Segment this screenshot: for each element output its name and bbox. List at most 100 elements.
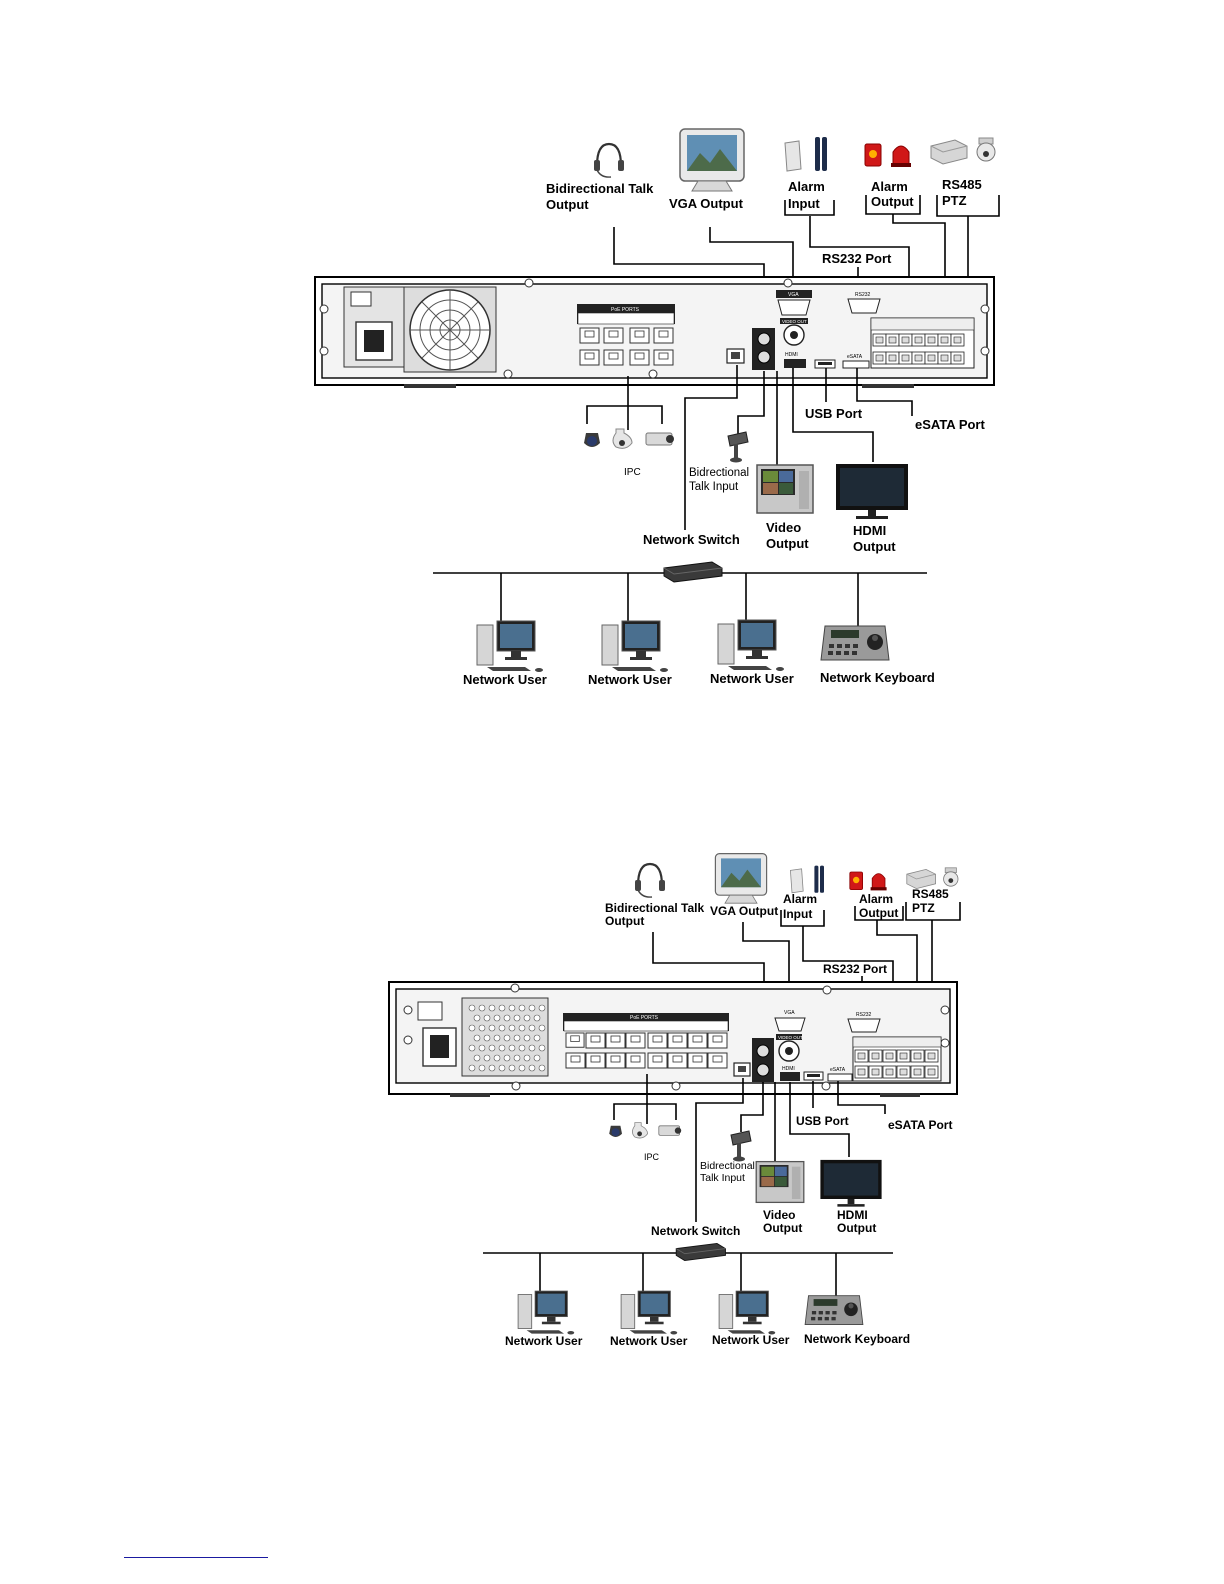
video-monitor-icon — [756, 464, 814, 514]
label-hdmi-output: HDMI — [853, 523, 886, 538]
label-ptz: PTZ — [942, 193, 967, 208]
microphone-icon — [727, 431, 749, 463]
label-alarm-input: Alarm — [783, 892, 817, 906]
label-rs485: RS485 — [912, 887, 949, 901]
rs232-label: RS232 — [855, 292, 871, 298]
label-alarm-output-line2: Output — [859, 906, 898, 920]
video-monitor-icon — [755, 1160, 805, 1204]
poe-ports-label: PoE PORTS — [611, 307, 640, 313]
network-user-pc-icon — [718, 1290, 776, 1335]
siren-icon — [864, 143, 912, 168]
label-bidirectional-talk-input-line2: Talk Input — [700, 1172, 745, 1184]
diagram-1: Bidirectional Talk Output VGA Output Ala… — [314, 128, 1000, 687]
label-network-keyboard: Network Keyboard — [820, 670, 935, 685]
label-video-output-line2: Output — [763, 1221, 802, 1235]
esata-port — [842, 360, 870, 369]
label-hdmi-output-line2: Output — [853, 539, 896, 554]
alarm-sensor-icon — [784, 136, 828, 172]
footnote-rule — [124, 1557, 268, 1558]
label-hdmi-output-line2: Output — [837, 1221, 876, 1235]
network-user-pc-icon — [476, 620, 544, 673]
label-usb-port: USB Port — [796, 1114, 849, 1128]
label-network-user-1: Network User — [505, 1334, 583, 1348]
vga-monitor-icon — [714, 853, 768, 904]
label-alarm-input: Alarm — [788, 179, 825, 194]
label-network-user-2: Network User — [588, 672, 672, 687]
vga-port — [777, 299, 811, 316]
network-keyboard-icon — [820, 625, 890, 661]
hdmi-port — [780, 1072, 800, 1081]
label-video-output: Video — [766, 520, 801, 535]
label-bidirectional-talk-input: Bidrectional — [700, 1160, 755, 1172]
label-video-output-line2: Output — [766, 536, 809, 551]
ptz-camera-icon — [930, 137, 996, 165]
ptz-camera-icon — [906, 867, 959, 889]
label-bidirectional-talk-input: Bidrectional — [689, 467, 749, 479]
siren-icon — [849, 871, 887, 891]
label-rs232-port: RS232 Port — [823, 962, 887, 976]
headset-icon — [592, 142, 626, 179]
esata-label: eSATA — [830, 1067, 846, 1073]
network-keyboard-icon — [804, 1295, 864, 1326]
vga-label: VGA — [784, 1010, 795, 1016]
label-alarm-input-line2: Input — [783, 907, 812, 921]
vga-monitor-icon — [679, 128, 745, 192]
microphone-icon — [730, 1130, 752, 1162]
label-bidirectional-talk-output: Bidirectional Talk — [546, 181, 654, 196]
label-video-output: Video — [763, 1208, 795, 1222]
label-esata-port: eSATA Port — [888, 1118, 952, 1132]
label-bidirectional-talk-input-line2: Talk Input — [689, 481, 739, 493]
label-usb-port: USB Port — [805, 406, 863, 421]
vga-label: VGA — [788, 292, 799, 298]
label-vga-output: VGA Output — [710, 904, 778, 918]
label-alarm-input-line2: Input — [788, 196, 820, 211]
label-network-user-2: Network User — [610, 1334, 688, 1348]
vga-port — [774, 1017, 806, 1032]
alarm-sensor-icon — [789, 865, 825, 894]
network-user-pc-icon — [517, 1290, 575, 1335]
label-vga-output: VGA Output — [669, 196, 744, 211]
label-bidirectional-talk-output-line2: Output — [546, 197, 589, 212]
label-network-keyboard: Network Keyboard — [804, 1332, 910, 1346]
ip-camera-icon — [583, 428, 675, 449]
rs232-port — [847, 298, 881, 314]
network-user-pc-icon — [620, 1290, 678, 1335]
network-user-pc-icon — [717, 619, 785, 672]
rs232-port — [847, 1018, 881, 1033]
ip-camera-icon — [608, 1122, 682, 1139]
label-hdmi-output: HDMI — [837, 1208, 868, 1222]
label-bidirectional-talk-output: Bidirectional Talk — [605, 901, 704, 915]
power-switch — [417, 1001, 443, 1021]
esata-port — [827, 1073, 853, 1082]
hdmi-port — [784, 359, 806, 368]
hdmi-monitor-icon — [836, 464, 908, 519]
label-rs485: RS485 — [942, 177, 982, 192]
label-ptz: PTZ — [912, 901, 935, 915]
network-switch-icon — [675, 1243, 726, 1261]
label-network-user-1: Network User — [463, 672, 547, 687]
hdmi-label: HDMI — [782, 1066, 795, 1072]
label-rs232-port: RS232 Port — [822, 251, 892, 266]
video-out-label: VIDEO OUT — [782, 319, 807, 324]
diagram-2: Bidirectional Talk Output VGA Output Ala… — [388, 853, 961, 1348]
label-network-user-3: Network User — [712, 1333, 790, 1347]
label-network-switch: Network Switch — [643, 532, 740, 547]
rs232-label: RS232 — [856, 1012, 872, 1018]
label-alarm-output: Alarm — [859, 892, 893, 906]
label-network-switch: Network Switch — [651, 1224, 740, 1238]
label-ipc: IPC — [624, 467, 641, 478]
label-network-user-3: Network User — [710, 671, 794, 686]
label-alarm-output-line2: Output — [871, 194, 914, 209]
label-esata-port: eSATA Port — [915, 417, 985, 432]
network-switch-icon — [663, 561, 723, 583]
headset-icon — [633, 862, 667, 899]
poe-ports-label: PoE PORTS — [630, 1015, 659, 1021]
label-ipc: IPC — [644, 1152, 660, 1162]
network-user-pc-icon — [601, 620, 669, 673]
hdmi-monitor-icon — [820, 1159, 882, 1207]
label-bidirectional-talk-output-line2: Output — [605, 914, 644, 928]
hdmi-label: HDMI — [785, 352, 798, 358]
esata-label: eSATA — [847, 354, 863, 360]
video-out-label: VIDEO OUT — [778, 1035, 803, 1040]
